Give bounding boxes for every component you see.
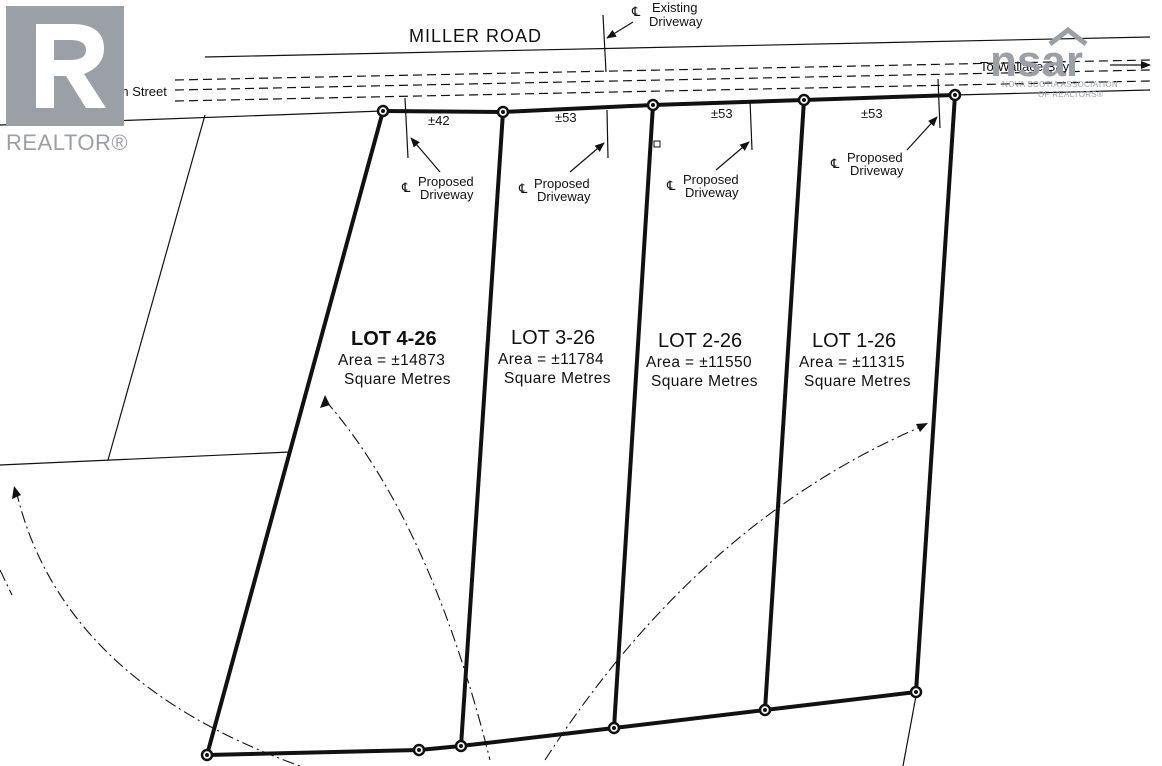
- svg-text:Square Metres: Square Metres: [504, 370, 611, 387]
- lot-label-3: LOT 3-26 Area = ±11784 Square Metres: [498, 327, 611, 387]
- lot-label-2: LOT 2-26 Area = ±11550 Square Metres: [646, 330, 758, 390]
- existing-driveway-line2: Driveway: [649, 14, 703, 29]
- frontage-lot-3: ±53: [555, 110, 577, 125]
- svg-text:Proposed: Proposed: [847, 150, 903, 165]
- svg-text:℄: ℄: [518, 181, 528, 196]
- svg-text:Square Metres: Square Metres: [651, 373, 758, 390]
- svg-text:Area = ±11550: Area = ±11550: [646, 354, 752, 371]
- frontage-lot-4: ±42: [428, 113, 450, 128]
- svg-text:Proposed: Proposed: [534, 176, 590, 191]
- realtor-watermark-text: REALTOR®: [6, 130, 129, 155]
- proposed-driveway-lot-1: ℄ Proposed Driveway: [830, 150, 904, 178]
- svg-text:LOT 1-26: LOT 1-26: [812, 330, 896, 352]
- frontage-lot-1: ±53: [861, 106, 883, 121]
- nsar-watermark-line2: OF REALTORS®: [1038, 90, 1104, 99]
- lot-label-4: LOT 4-26 Area = ±14873 Square Metres: [338, 328, 451, 388]
- svg-text:℄: ℄: [830, 156, 840, 171]
- road-dashed-3: [174, 80, 1151, 102]
- direction-east: To Wallace Bay: [980, 59, 1070, 74]
- svg-text:LOT 4-26: LOT 4-26: [351, 328, 437, 350]
- nsar-logo-icon: nsar: [990, 26, 1088, 86]
- nsar-watermark-line1: NOVA SCOTIA ASSOCIATION: [1002, 80, 1118, 89]
- svg-text:Area = ±11315: Area = ±11315: [799, 354, 905, 371]
- road-edge-north: [204, 36, 1151, 58]
- proposed-driveway-lot-2: ℄ Proposed Driveway: [666, 172, 739, 200]
- svg-text:Proposed: Proposed: [683, 172, 739, 187]
- svg-text:nsar: nsar: [990, 37, 1083, 86]
- svg-text:℄: ℄: [401, 180, 411, 195]
- svg-text:LOT 2-26: LOT 2-26: [658, 330, 742, 352]
- adjacent-parcels: [0, 114, 917, 766]
- svg-text:Square Metres: Square Metres: [344, 371, 451, 388]
- proposed-driveway-lot-4: ℄ Proposed Driveway: [401, 174, 474, 202]
- realtor-logo-icon: [6, 6, 124, 126]
- existing-driveway-symbol: ℄: [631, 4, 641, 19]
- curve-arrowheads: [12, 395, 928, 499]
- lot-label-1: LOT 1-26 Area = ±11315 Square Metres: [799, 330, 911, 390]
- svg-text:Driveway: Driveway: [537, 189, 591, 204]
- svg-text:Driveway: Driveway: [685, 185, 739, 200]
- svg-text:LOT 3-26: LOT 3-26: [511, 327, 595, 349]
- svg-text:Area = ±14873: Area = ±14873: [338, 352, 445, 369]
- leader-arrows: [29, 21, 1151, 173]
- svg-text:Driveway: Driveway: [420, 187, 474, 202]
- svg-text:Square Metres: Square Metres: [804, 373, 911, 390]
- svg-text:℄: ℄: [666, 178, 676, 193]
- road-dashed-2: [174, 69, 1151, 91]
- road-edge-south-east: [954, 89, 1151, 96]
- svg-text:Area = ±11784: Area = ±11784: [498, 351, 604, 368]
- svg-text:Proposed: Proposed: [418, 174, 474, 189]
- road-name: MILLER ROAD: [409, 26, 542, 46]
- road-dashed-1: [174, 59, 1151, 81]
- small-square-marker: [653, 140, 661, 148]
- proposed-driveway-lot-3: ℄ Proposed Driveway: [518, 176, 591, 204]
- frontage-lot-2: ±53: [711, 106, 733, 121]
- driveway-ticks: [404, 14, 941, 159]
- existing-driveway-line1: Existing: [652, 0, 698, 15]
- survey-markers: [200, 88, 962, 762]
- dash-dot-curves: [0, 399, 926, 766]
- svg-text:Driveway: Driveway: [850, 163, 904, 178]
